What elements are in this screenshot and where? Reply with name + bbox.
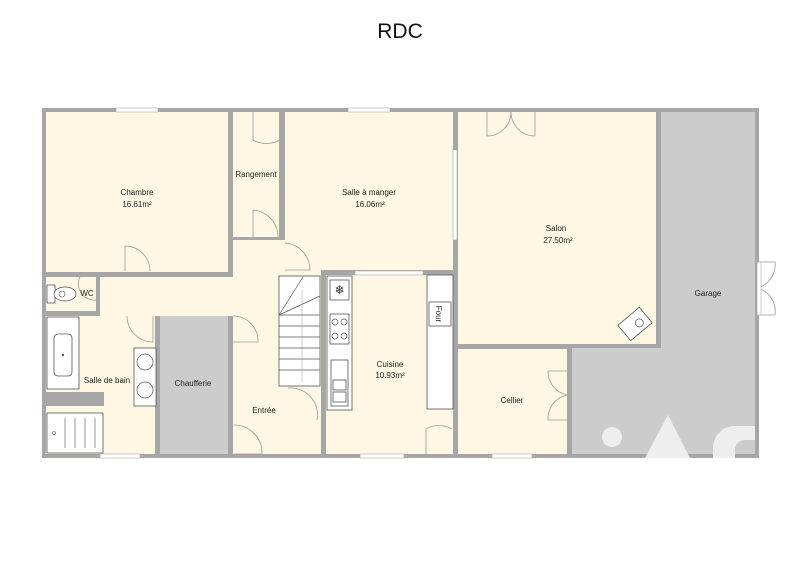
double-sink <box>133 347 157 407</box>
doors <box>77 111 776 455</box>
area-cuisine: 10.93m² <box>375 371 405 380</box>
door-entree-main <box>233 424 263 455</box>
label-entree: Entrée <box>252 406 276 415</box>
watermark-logo <box>602 415 755 458</box>
door-rangement-top <box>252 112 281 144</box>
room-salon[interactable] <box>458 112 656 344</box>
area-salon: 27.50m² <box>543 236 573 245</box>
area-chambre: 16.61m² <box>122 200 152 209</box>
kitchen-counter: ❄ <box>326 275 353 411</box>
door-cuisine <box>425 425 453 454</box>
oven-label: Four <box>434 306 443 323</box>
staircase <box>278 275 321 387</box>
svg-text:❄: ❄ <box>334 283 344 297</box>
door-entree-stairs <box>287 387 318 421</box>
door-salon-double <box>486 111 536 137</box>
floor-title: RDC <box>377 20 423 43</box>
oven-counter: Four <box>426 274 454 410</box>
room-cellier[interactable] <box>458 349 567 454</box>
label-cellier: Cellier <box>501 396 524 405</box>
shower <box>46 412 104 454</box>
room-rangement[interactable] <box>233 112 279 237</box>
door-cellier-double <box>547 370 568 421</box>
fridge-icon <box>329 279 350 301</box>
bathtub <box>46 316 80 390</box>
door-wc <box>77 276 97 301</box>
toilet <box>46 284 77 304</box>
door-salle-de-bain <box>126 315 154 343</box>
label-salle-de-bain: Salle de bain <box>84 376 130 385</box>
door-chambre <box>124 245 151 272</box>
door-salle-a-manger <box>284 242 311 271</box>
windows <box>99 107 762 459</box>
label-garage: Garage <box>695 289 722 298</box>
door-rangement <box>252 209 279 238</box>
label-salon: Salon <box>546 224 566 233</box>
label-chambre: Chambre <box>121 188 154 197</box>
label-chaufferie: Chaufferie <box>175 379 212 388</box>
room-chambre[interactable] <box>46 112 228 272</box>
cooktop-icon <box>329 313 350 345</box>
label-wc: WC <box>80 289 94 298</box>
room-garage[interactable] <box>572 112 755 454</box>
bath-partition <box>46 392 104 406</box>
door-hall <box>232 315 259 343</box>
label-rangement: Rangement <box>235 170 277 179</box>
boiler-icon <box>617 306 653 342</box>
area-salle-a-manger: 16.06m² <box>355 200 385 209</box>
label-salle-a-manger: Salle à manger <box>342 188 396 197</box>
label-cuisine: Cuisine <box>377 360 404 369</box>
room-chaufferie[interactable] <box>160 316 228 454</box>
oven-icon <box>428 301 452 327</box>
